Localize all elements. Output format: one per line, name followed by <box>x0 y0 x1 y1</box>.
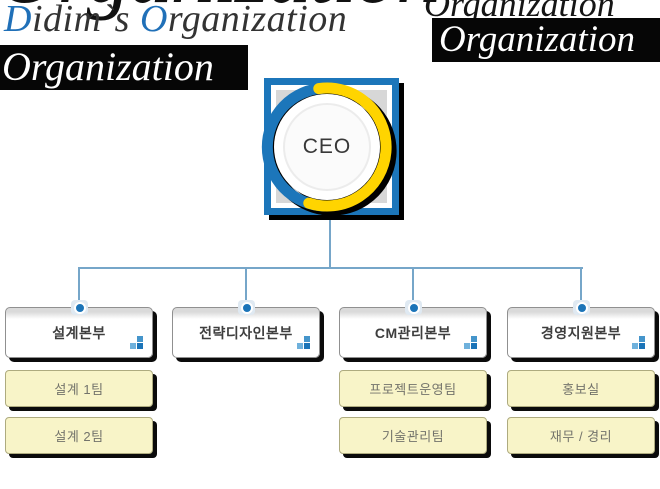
node-pin-icon <box>71 300 88 315</box>
title-initial-o: O <box>139 0 168 40</box>
team-box: 홍보실 <box>507 370 655 407</box>
team-name: 홍보실 <box>562 382 600 397</box>
connector-drop-1 <box>78 268 80 304</box>
title-mid: idim`s <box>31 0 140 40</box>
organization-banner-right: Organization <box>432 18 660 62</box>
organization-banner-left: Organization <box>0 45 248 90</box>
title-rest: rganization <box>167 0 348 40</box>
ceo-ring-icon: CEO <box>257 77 397 217</box>
pin-dot-icon <box>73 301 86 314</box>
team-name: 기술관리팀 <box>381 429 445 444</box>
pin-dot-icon <box>240 301 253 314</box>
bar-chart-icon <box>297 336 310 349</box>
ceo-node: CEO <box>261 78 399 215</box>
connector-drop-4 <box>580 268 582 304</box>
team-box: 설계 1팀 <box>5 370 153 407</box>
organization-banner-left-text: Organization <box>2 45 214 89</box>
team-box: 프로젝트운영팀 <box>339 370 487 407</box>
dept-box-cm-management: CM관리본부 <box>339 307 487 358</box>
dept-name: 전략디자인본부 <box>199 324 293 341</box>
team-box: 설계 2팀 <box>5 417 153 454</box>
team-name: 설계 1팀 <box>54 382 104 397</box>
dept-box-management-support: 경영지원본부 <box>507 307 655 358</box>
clipped-organization-text-right: Organization <box>424 0 615 24</box>
team-box: 기술관리팀 <box>339 417 487 454</box>
ceo-label: CEO <box>302 135 352 158</box>
connector-ceo-stub <box>329 216 331 268</box>
node-pin-icon <box>405 300 422 315</box>
dept-name: 설계본부 <box>52 324 106 341</box>
organization-banner-right-text: Organization <box>439 19 635 60</box>
node-pin-icon <box>238 300 255 315</box>
clipped-organization-text-top: Organization <box>0 0 440 18</box>
bar-chart-icon <box>130 336 143 349</box>
dept-name: 경영지원본부 <box>540 324 622 341</box>
page-title: Didim`s Organization <box>4 0 347 42</box>
pin-dot-icon <box>407 301 420 314</box>
connector-drop-3 <box>412 268 414 304</box>
team-name: 프로젝트운영팀 <box>369 382 457 397</box>
dept-name: CM관리본부 <box>374 324 452 341</box>
team-box: 재무 / 경리 <box>507 417 655 454</box>
team-name: 재무 / 경리 <box>549 429 613 444</box>
ceo-disc-inner <box>283 103 371 191</box>
bar-chart-icon <box>464 336 477 349</box>
team-name: 설계 2팀 <box>54 429 104 444</box>
connector-drop-2 <box>245 268 247 304</box>
bar-chart-icon <box>632 336 645 349</box>
node-pin-icon <box>573 300 590 315</box>
connector-horizontal <box>78 267 583 269</box>
title-initial-d: D <box>4 0 32 40</box>
ceo-ring-svg <box>261 82 392 212</box>
pin-dot-icon <box>575 301 588 314</box>
